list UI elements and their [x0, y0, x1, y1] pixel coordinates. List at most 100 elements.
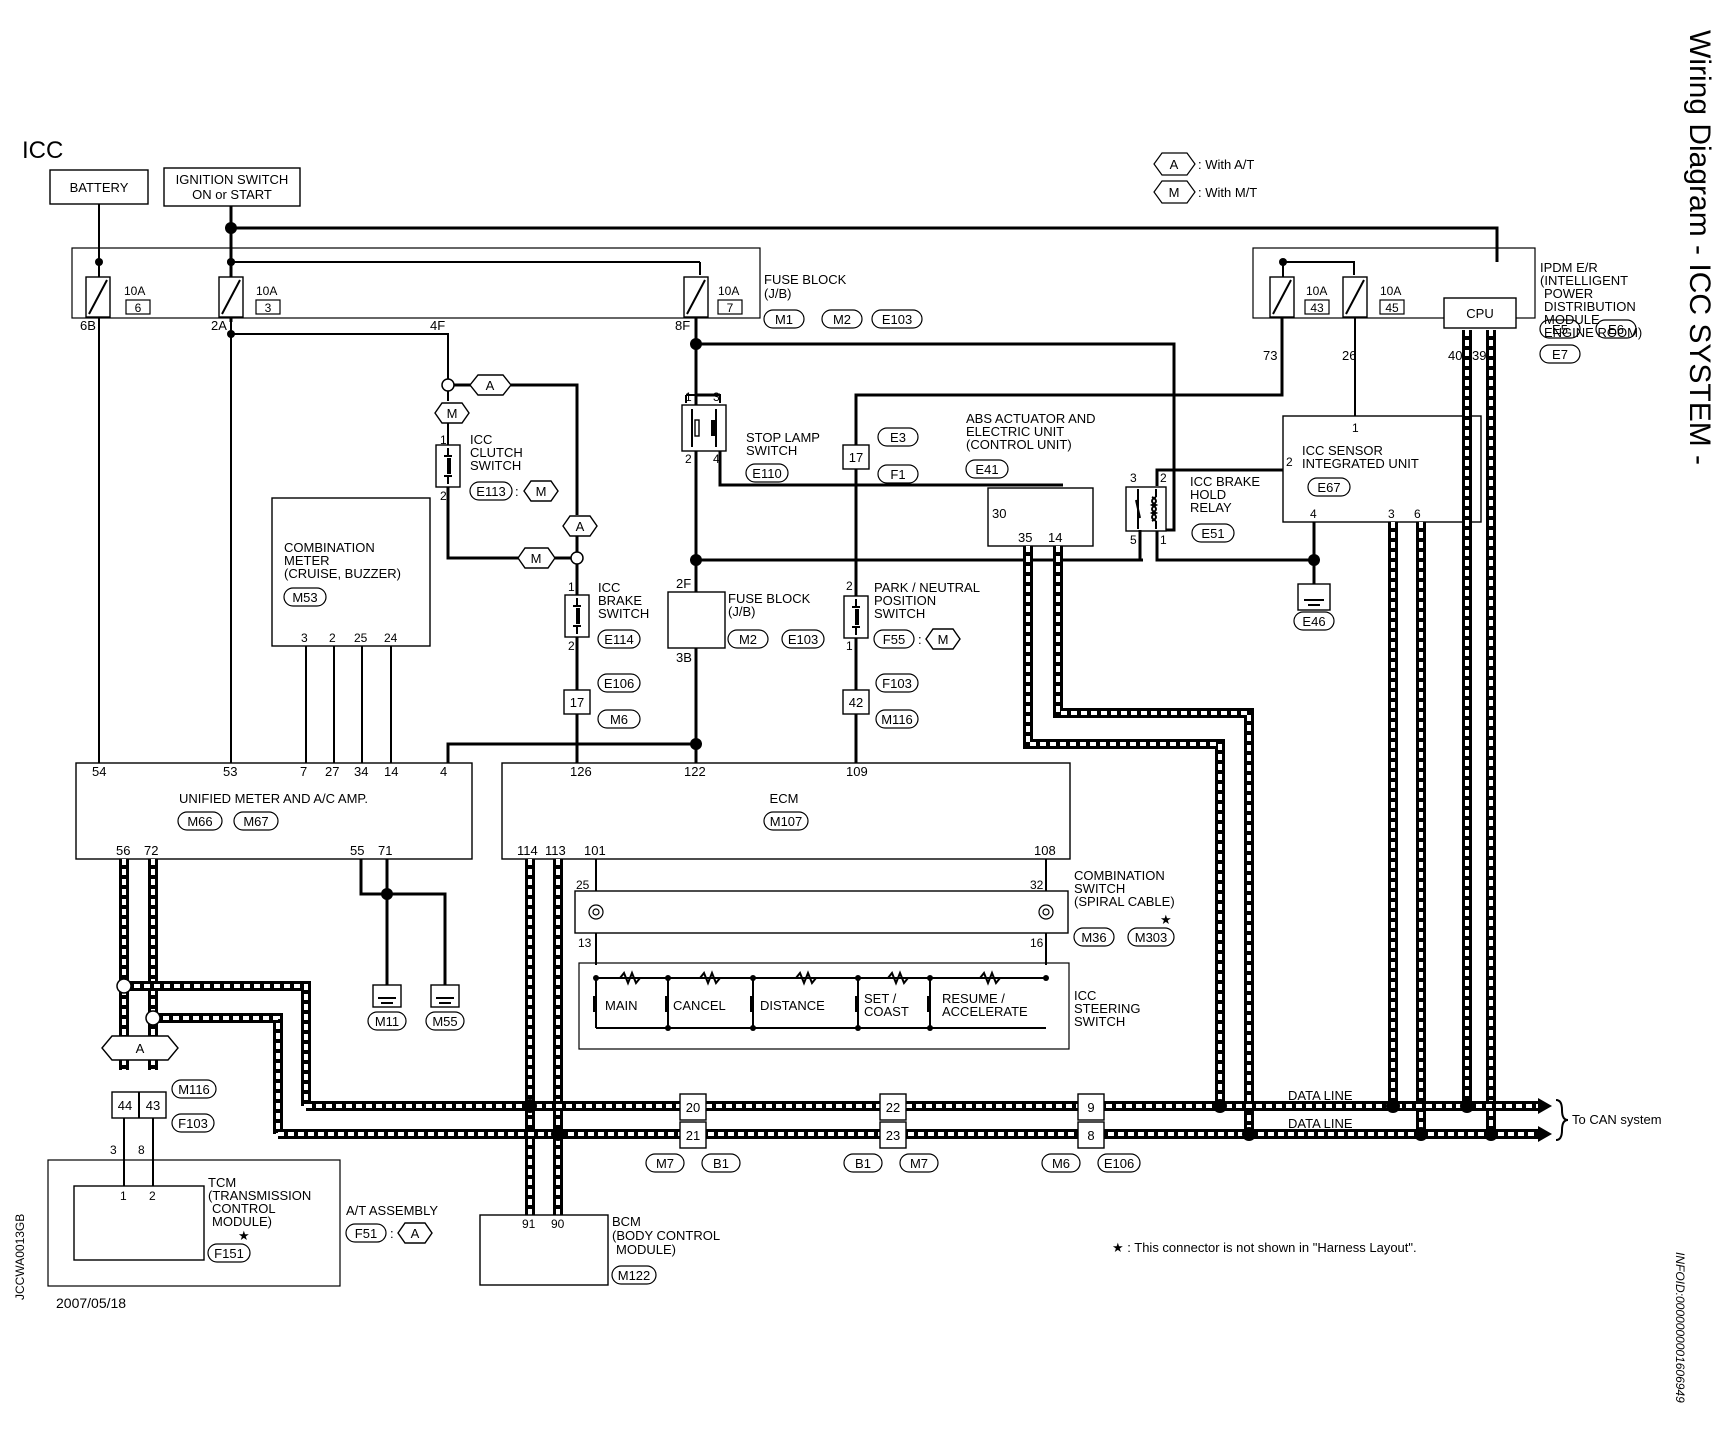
conn-e46: E46: [1302, 614, 1325, 629]
conn-m7-b: M7: [910, 1156, 928, 1171]
ipdm-label-3: POWER: [1544, 286, 1593, 301]
comb-switch-label-3: (SPIRAL CABLE): [1074, 894, 1175, 909]
pin-3b: 3B: [676, 650, 692, 665]
fuse-45-amp: 10A: [1380, 284, 1401, 298]
conn-m116-tcm: M116: [178, 1082, 210, 1097]
abs-pin-14: 14: [1048, 530, 1062, 545]
cbs-pin-2: 2: [568, 639, 575, 653]
conn-f1: F1: [890, 467, 905, 482]
cbs-pin-1: 1: [568, 580, 575, 594]
bcm-pin-91: 91: [522, 1217, 536, 1231]
ecm-pin-122: 122: [684, 764, 706, 779]
conn-e6: E6: [1608, 322, 1624, 337]
footnote: ★ : This connector is not shown in "Harn…: [1112, 1240, 1417, 1255]
relay-pin-2: 2: [1160, 471, 1167, 485]
pin-8f: 8F: [675, 318, 690, 333]
um-pin-55: 55: [350, 843, 364, 858]
icc-pin-4: 4: [1310, 507, 1317, 521]
ecm-pin-109: 109: [846, 764, 868, 779]
fuse-block-1-label: FUSE BLOCK: [764, 272, 847, 287]
switch-set-2: COAST: [864, 1004, 909, 1019]
um-pin-56: 56: [116, 843, 130, 858]
conn-e114: E114: [604, 632, 633, 647]
legend-a-letter: A: [1170, 157, 1179, 172]
comb-switch-label-2: SWITCH: [1074, 881, 1125, 896]
ipdm-label-4: DISTRIBUTION: [1544, 299, 1636, 314]
icc-pin-1: 1: [1352, 421, 1359, 435]
at-assembly-box: [47, 1159, 341, 1287]
pin-6b: 6B: [80, 318, 96, 333]
abs-pin-35: 35: [1018, 530, 1032, 545]
colon-3: :: [390, 1226, 394, 1241]
switch-resume-1: RESUME /: [942, 991, 1005, 1006]
tag-a-f51: A: [411, 1226, 420, 1241]
conn-e106-b: E106: [1104, 1156, 1134, 1171]
icc-brake-label-3: SWITCH: [598, 606, 649, 621]
ipdm-label-2: (INTELLIGENT: [1540, 273, 1628, 288]
inline-f103: [842, 689, 870, 715]
conn-m6-b: M6: [1052, 1156, 1070, 1171]
bcm-label-2: (BODY CONTROL: [612, 1228, 720, 1243]
icc-sensor-unit: [1282, 415, 1482, 523]
conn-f55: F55: [883, 632, 905, 647]
ground-e46: [1297, 583, 1331, 611]
tcm-pin-3: 3: [110, 1143, 117, 1157]
um-pin-72: 72: [144, 843, 158, 858]
conn-e5: E5: [1552, 322, 1568, 337]
fuse-block-2: [667, 591, 726, 649]
ipdm-label-6: ENGINE ROOM): [1544, 325, 1642, 340]
sl-pin-1: 1: [685, 390, 692, 404]
abs-unit-box: [987, 487, 1094, 547]
pin-40: 40: [1448, 348, 1462, 363]
fuse-3: 10A 3: [218, 276, 281, 318]
tcm-label-3: CONTROL: [212, 1201, 276, 1216]
pn-pin-2: 2: [846, 579, 853, 593]
unified-meter-box: [75, 762, 473, 860]
conn-f51: F51: [355, 1226, 377, 1241]
fuse-43: 10A 43: [1269, 276, 1330, 318]
switch-main: MAIN: [605, 998, 638, 1013]
icc-clutch-label-3: SWITCH: [470, 458, 521, 473]
conn-e110: E110: [752, 466, 781, 481]
conn-m1: M1: [775, 312, 793, 327]
ecm-pin-101: 101: [584, 843, 606, 858]
cs-pin-32: 32: [1030, 878, 1044, 892]
relay-pin-1: 1: [1160, 533, 1167, 547]
inline-tcm-43: 43: [146, 1098, 160, 1113]
conn-e103-b: E103: [788, 632, 818, 647]
stop-lamp-switch: [681, 404, 727, 452]
icc-pin-6: 6: [1414, 507, 1421, 521]
cs-pin-25: 25: [576, 878, 590, 892]
ipdm-label-1: IPDM E/R: [1540, 260, 1598, 275]
tag-a-tcm: [101, 1035, 179, 1061]
conn-m11: M11: [375, 1014, 399, 1029]
abs-label-2: ELECTRIC UNIT: [966, 424, 1064, 439]
conn-m66: M66: [187, 814, 212, 829]
cpu-box: [1443, 297, 1517, 329]
ecm-label: ECM: [770, 791, 799, 806]
steer-switch-label-1: ICC: [1074, 988, 1096, 1003]
bcm-pin-90: 90: [551, 1217, 565, 1231]
ecm-pin-114: 114: [517, 843, 538, 858]
switch-cancel: CANCEL: [673, 998, 726, 1013]
joint-pin-21: 21: [686, 1128, 700, 1143]
joint-pin-23: 23: [886, 1128, 900, 1143]
battery-label: BATTERY: [70, 180, 129, 195]
icc-steering-switch-box: [578, 962, 1070, 1050]
relay-label-1: ICC BRAKE: [1190, 474, 1260, 489]
park-neutral-label-3: SWITCH: [874, 606, 925, 621]
data-line-label-1: DATA LINE: [1288, 1088, 1353, 1103]
bcm-label-1: BCM: [612, 1214, 641, 1229]
can-data-lines: [119, 330, 1538, 1215]
code-left: JCCWA0013GB: [13, 1214, 27, 1300]
icc-clutch-label-1: ICC: [470, 432, 492, 447]
to-can-label: To CAN system: [1572, 1112, 1662, 1127]
joint-pin-20: 20: [686, 1100, 700, 1115]
fuse-7-num: 7: [727, 301, 734, 315]
fuse-3-num: 3: [265, 301, 272, 315]
pin-26: 26: [1342, 348, 1356, 363]
conn-e67: E67: [1317, 480, 1340, 495]
icc-sensor-label-1: ICC SENSOR: [1302, 443, 1383, 458]
tag-a-2: A: [576, 519, 585, 534]
fuse-6: 10A 6: [85, 263, 151, 318]
